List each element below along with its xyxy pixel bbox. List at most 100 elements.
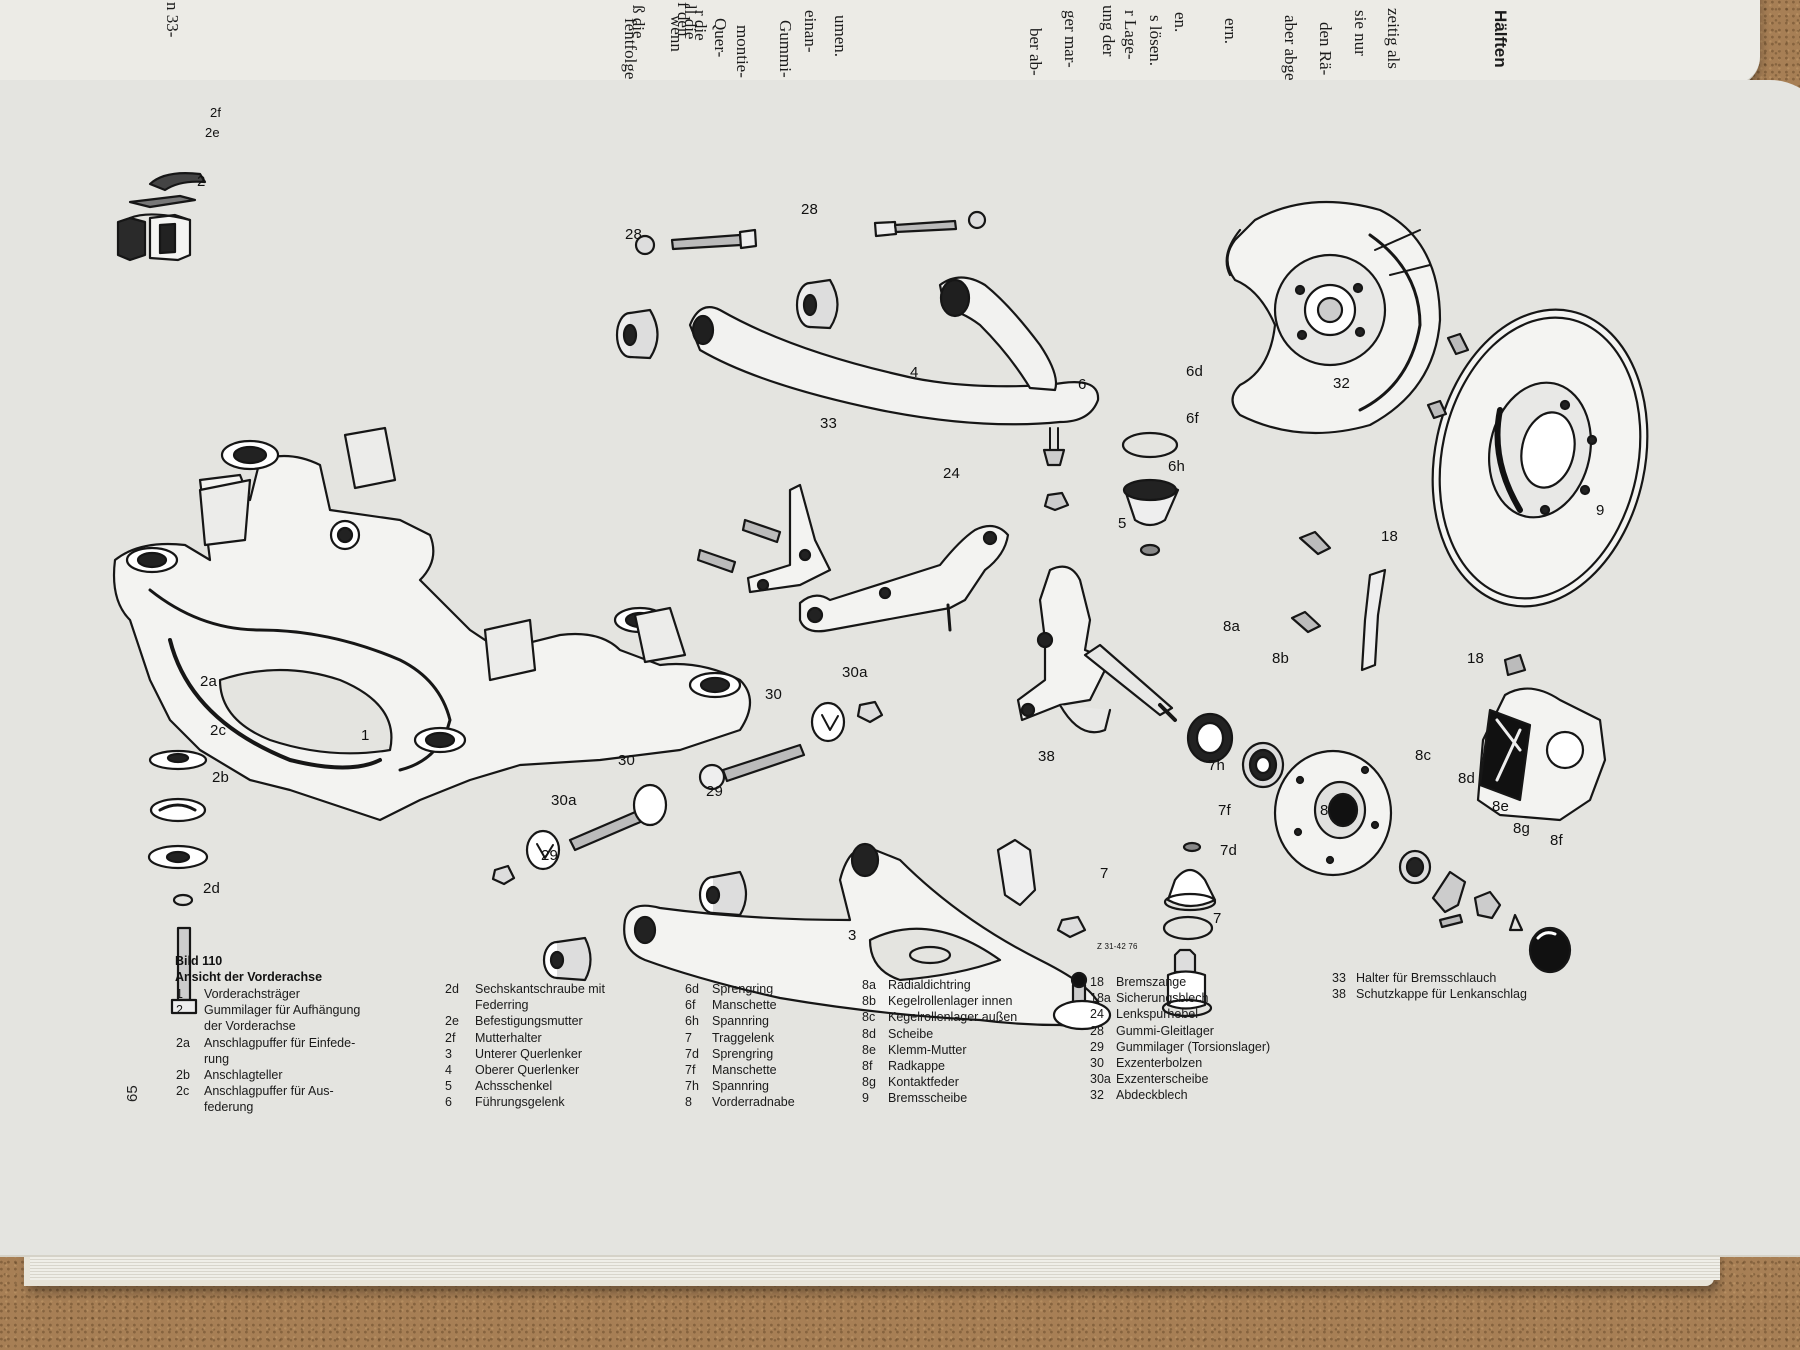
label-6d: 6d: [1186, 363, 1204, 380]
bolt-18-a: [1298, 530, 1332, 556]
legend-number: 7f: [685, 1063, 696, 1078]
legend-number: 32: [1090, 1088, 1104, 1103]
part-7f-boot: [1163, 868, 1217, 912]
legend-text: Spannring: [712, 1014, 769, 1029]
label-8f: 8f: [1550, 832, 1563, 849]
part-8a-radial-seal: [1186, 712, 1234, 764]
label-3: 3: [848, 927, 857, 944]
label-7: 7: [1213, 910, 1222, 927]
legend-entry: 18a Sicherungsblech: [1090, 990, 1270, 1006]
legend-number: 8c: [862, 1010, 876, 1025]
legend-entry: 8c Kegelrollenlager außen: [862, 1009, 1017, 1025]
label-2: 2: [197, 173, 206, 190]
part-7-ball-joint: [1161, 948, 1213, 1018]
label-2c: 2c: [210, 722, 227, 739]
part-38-protective-cap: [996, 838, 1037, 907]
label-30-upper: 30: [765, 686, 783, 703]
label-28-left: 28: [625, 226, 643, 243]
part-7-ball-joint-on-arm: [1052, 971, 1112, 1031]
legend-number: 3: [445, 1046, 452, 1061]
legend-text: Radialdichtring: [888, 978, 971, 992]
legend-entry: federung: [176, 1099, 360, 1115]
previous-page-fragment: ß die: [629, 5, 648, 39]
previous-page-fragment: den Rä-: [1316, 22, 1335, 76]
previous-page-fragment: ger mar-: [1061, 10, 1080, 68]
drawing-code: Z 31-42 76: [1097, 942, 1138, 951]
legend-number: 30a: [1090, 1072, 1111, 1087]
previous-page-fragment: zeitig als: [1384, 8, 1403, 69]
part-4-upper-control-arm: [688, 276, 1100, 467]
nut-30-lower: [491, 864, 516, 886]
part-3-lower-control-arm: [623, 842, 1102, 1028]
label-8g: 8g: [1513, 820, 1531, 837]
part-2d-washer: [172, 893, 194, 907]
legend-number: 8b: [862, 994, 876, 1009]
label-7f: 7f: [1218, 802, 1231, 819]
label-4: 4: [910, 364, 919, 381]
legend-entry: 29 Gummilager (Torsionslager): [1090, 1039, 1270, 1055]
part-8f-hub-cap: [1528, 926, 1572, 974]
legend-text: Scheibe: [888, 1026, 934, 1041]
legend-text: der Vorderachse: [204, 1019, 296, 1034]
label-18a: 18: [1381, 528, 1399, 545]
legend-text: Vorderachsträger: [204, 987, 300, 1001]
part-29-bushing-lower: [542, 936, 592, 982]
legend-number: 9: [862, 1091, 869, 1106]
label-28-right: 28: [801, 201, 819, 218]
part-18-brake-caliper: [1476, 653, 1607, 822]
label-30a-lower: 30a: [551, 792, 577, 809]
legend-text: Kegelrollenlager außen: [888, 1010, 1018, 1025]
legend-number: 33: [1332, 971, 1346, 985]
label-29-upper: 29: [706, 783, 724, 800]
legend-text: Exzenterscheibe: [1116, 1072, 1209, 1087]
label-9: 9: [1596, 502, 1605, 519]
legend-text: Radkappe: [888, 1059, 945, 1074]
legend-text: federung: [204, 1100, 254, 1115]
label-8c: 8c: [1415, 747, 1432, 764]
legend-number: 7d: [685, 1046, 699, 1061]
legend-text: Sicherungsblech: [1116, 991, 1209, 1006]
part-2b-stop-plate: [147, 844, 209, 870]
legend-text: Sprengring: [712, 982, 774, 996]
part-29-bushing-upper: [698, 870, 748, 917]
legend-entry: rung: [176, 1051, 360, 1067]
part-6d-circlip: [1121, 431, 1179, 459]
bolt-33-a: [741, 518, 782, 544]
legend-number: 8: [685, 1095, 692, 1110]
part-9-brake-disc: [1431, 308, 1649, 608]
legend-entry: Federring: [445, 997, 605, 1013]
legend-number: 6: [445, 1095, 452, 1110]
legend-text: Exzenterbolzen: [1116, 1056, 1203, 1071]
previous-page-fragment: aber abge-: [1281, 15, 1300, 87]
legend-text: Gummilager (Torsionslager): [1116, 1039, 1271, 1054]
legend-number: [445, 997, 475, 1013]
legend-number: 18a: [1090, 991, 1111, 1006]
legend-number: 29: [1090, 1039, 1104, 1054]
label-8a: 8a: [1223, 618, 1241, 635]
previous-page-fragment: ung der: [1099, 5, 1118, 57]
nut-38: [1056, 915, 1087, 939]
legend-number: 8g: [862, 1075, 876, 1090]
part-28-bushing-right: [795, 278, 839, 330]
page-number: 65: [124, 1085, 141, 1102]
previous-page-fragment: Gummi-: [776, 20, 795, 78]
legend-text: Führungsgelenk: [475, 1095, 565, 1110]
legend-number: 38: [1332, 987, 1346, 1002]
